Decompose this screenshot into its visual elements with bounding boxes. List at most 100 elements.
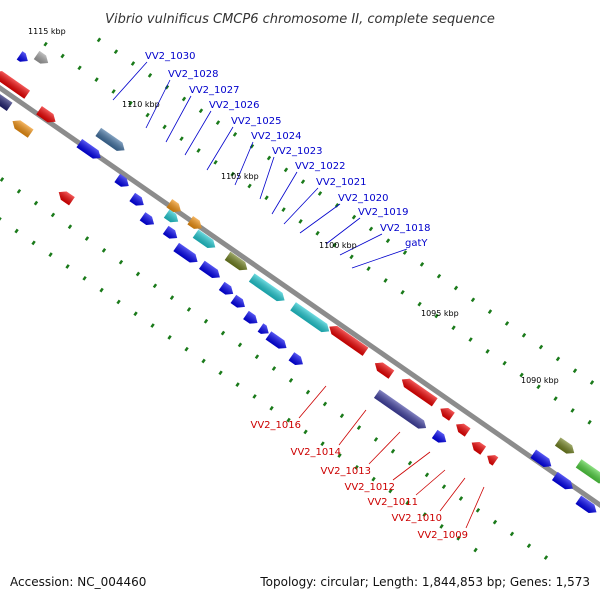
gene-feature[interactable] [265,331,290,352]
gene-shade [114,173,129,187]
tick-mark [470,297,476,303]
gene-labels[interactable]: VV2_1030VV2_1028VV2_1027VV2_1026VV2_1025… [112,51,485,541]
tick-mark [252,394,257,399]
tick-mark [475,507,481,513]
gene-feature[interactable] [373,389,429,432]
tick-mark [298,219,303,224]
gene-feature[interactable] [399,375,438,407]
gene-feature[interactable] [484,452,499,466]
gene-feature[interactable] [575,459,600,487]
gene-label-forward[interactable]: VV2_1018 [380,223,431,234]
tick-mark [247,183,252,189]
kbp-label-1115: 1115 kbp [28,27,66,36]
gene-feature[interactable] [288,352,306,368]
leader-line [165,95,192,143]
tick-mark [553,396,558,401]
gene-label-forward[interactable]: VV2_1019 [358,207,409,218]
gene-label-forward[interactable]: VV2_1023 [272,146,323,157]
tick-mark [111,89,116,94]
tick-mark [266,155,272,161]
tick-mark [349,254,354,260]
gene-label-reverse[interactable]: VV2_1014 [291,447,342,458]
gene-feature[interactable] [16,51,31,65]
gene-feature[interactable] [198,260,223,282]
gene-feature[interactable] [530,449,554,471]
gene-feature[interactable] [187,216,204,232]
gene-feature[interactable] [56,188,75,206]
tick-mark [424,472,430,478]
gene-feature[interactable] [0,86,13,111]
tick-mark [269,405,274,411]
gene-shade [456,423,471,437]
tick-mark [283,167,289,173]
gene-feature[interactable] [554,437,577,457]
gene-feature[interactable] [139,212,157,228]
gene-label-forward[interactable]: VV2_1028 [168,69,219,80]
tick-mark [201,358,206,364]
gene-feature[interactable] [248,273,288,304]
gene-label-forward[interactable]: VV2_1026 [209,100,260,111]
gene-shade [440,408,455,421]
gene-label-forward[interactable]: VV2_1021 [316,177,367,188]
tick-mark [281,207,286,212]
gene-shade [471,441,487,455]
gene-shade [16,51,28,62]
gene-feature[interactable] [166,199,184,215]
gene-feature[interactable] [129,192,146,209]
leader-line [184,110,212,156]
gene-label-reverse[interactable]: VV2_1011 [368,497,419,508]
gene-feature[interactable] [36,106,58,126]
gene-shade [192,229,216,249]
gene-feature[interactable] [0,68,30,99]
gene-feature[interactable] [224,251,250,274]
gene-feature[interactable] [10,117,34,138]
gene-label-forward[interactable]: VV2_1025 [231,116,282,127]
gene-feature[interactable] [431,429,449,446]
gene-feature[interactable] [453,420,471,437]
tick-mark [390,448,396,454]
gene-feature[interactable] [327,323,369,356]
gene-label-forward[interactable]: VV2_1020 [338,193,389,204]
gene-feature[interactable] [243,310,260,327]
gene-label-reverse[interactable]: VV2_1009 [418,530,469,541]
gene-label-reverse[interactable]: VV2_1016 [251,420,302,431]
gene-feature[interactable] [257,323,272,337]
gene-feature[interactable] [290,302,332,335]
gene-label-forward[interactable]: VV2_1022 [295,161,346,172]
gene-feature[interactable] [192,229,218,252]
gene-label-reverse[interactable]: VV2_1010 [392,513,443,524]
gene-feature[interactable] [163,209,181,225]
kbp-label-1100: 1100 kbp [319,241,357,250]
gene-feature[interactable] [162,225,180,242]
tick-mark [487,309,493,314]
gene-feature[interactable] [438,405,455,421]
gene-features[interactable] [0,50,600,517]
gene-feature[interactable] [95,127,127,154]
gene-feature[interactable] [230,294,248,311]
gene-feature[interactable] [469,439,487,455]
gene-shade [374,362,395,379]
gene-feature[interactable] [173,242,200,266]
gene-label-forward[interactable]: VV2_1024 [251,131,302,142]
gene-feature[interactable] [575,495,600,517]
gene-feature[interactable] [33,50,51,67]
gene-feature[interactable] [551,471,576,493]
leader-line [338,409,367,446]
gene-label-reverse[interactable]: VV2_1012 [345,482,396,493]
gene-shade [218,281,234,295]
tick-mark [366,266,371,272]
gene-label-forward[interactable]: VV2_1027 [189,85,240,96]
tick-mark [317,191,323,196]
gene-feature[interactable] [76,139,103,162]
tick-mark [179,136,184,142]
gene-label-reverse[interactable]: VV2_1013 [321,466,372,477]
tick-mark [570,408,575,413]
gene-feature[interactable] [114,173,131,190]
tick-mark [453,285,459,291]
tick-mark [555,356,561,362]
gene-label-forward[interactable]: VV2_1030 [145,51,196,62]
gene-feature[interactable] [372,359,395,379]
gene-label-forward[interactable]: gatY [405,238,428,249]
gene-feature[interactable] [218,281,236,298]
leader-line [145,79,171,129]
